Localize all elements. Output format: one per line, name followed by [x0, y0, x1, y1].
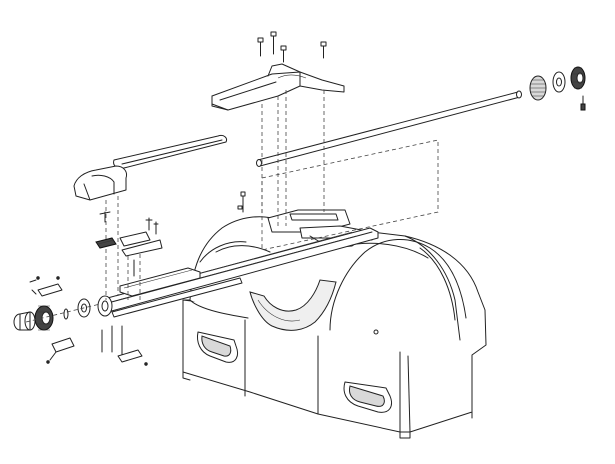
cover-strip: [113, 135, 227, 169]
screw-icon: [145, 217, 153, 231]
gear-assembly: [529, 66, 586, 101]
screw-icon: [237, 205, 243, 210]
top-bracket: [211, 63, 345, 228]
screw-icon: [99, 211, 111, 223]
screw-icon: [240, 191, 246, 213]
screw-icon: [280, 45, 287, 63]
screw-icon: [257, 37, 264, 57]
screw-icon: [270, 31, 277, 55]
mounting-outline: [261, 139, 439, 251]
top-screws: [257, 31, 327, 63]
long-shaft: [256, 66, 586, 167]
screw-icon: [153, 221, 159, 235]
drive-parts: [13, 276, 148, 366]
end-cap: [73, 165, 127, 300]
screw-icon: [320, 41, 327, 59]
small-screws: [99, 191, 246, 235]
clip-parts: [95, 231, 163, 300]
